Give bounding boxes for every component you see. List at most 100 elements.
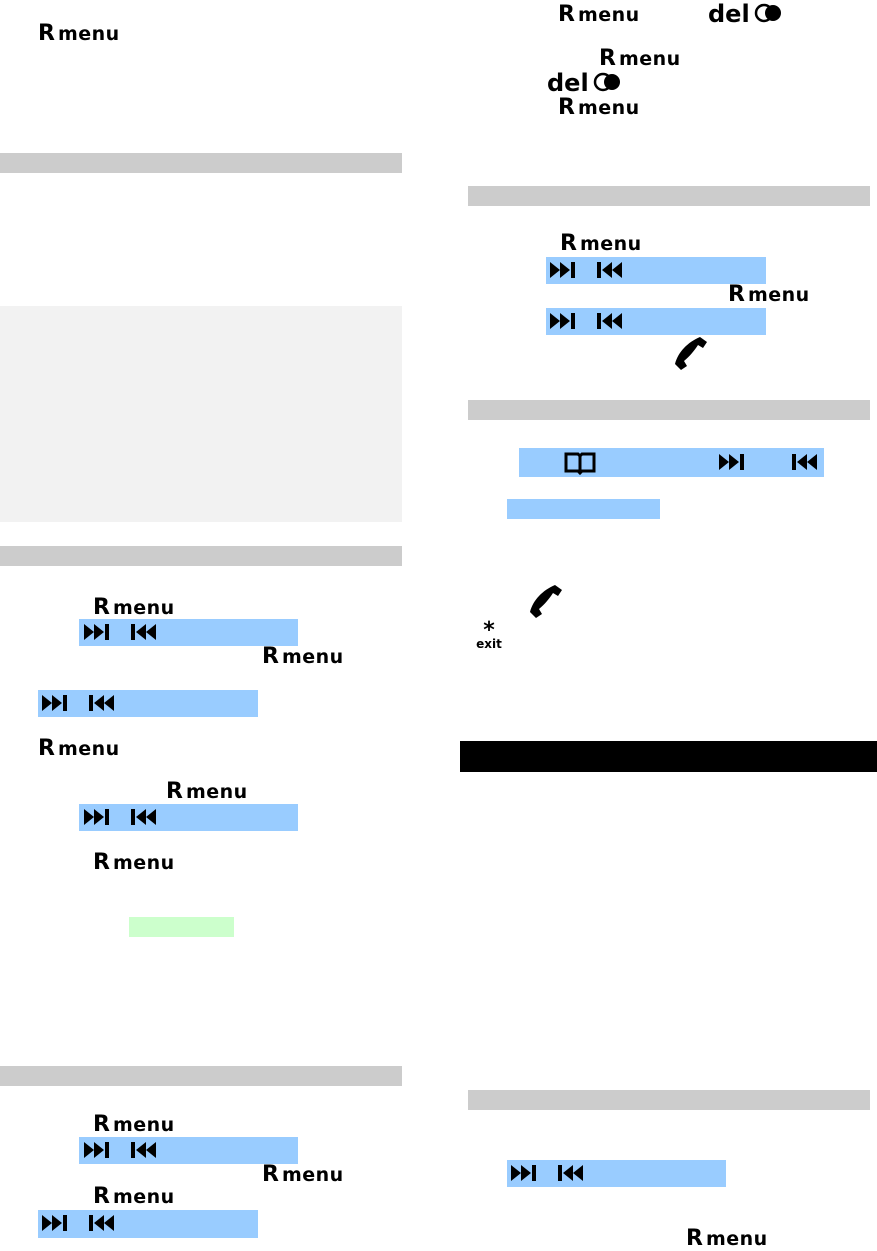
- section-header-bar: [0, 1066, 402, 1086]
- skip-back-icon: [131, 809, 157, 825]
- skip-forward-icon: [42, 695, 67, 711]
- menu-word: menu: [577, 4, 640, 26]
- note-panel: [0, 306, 402, 522]
- skip-forward-icon: [84, 624, 109, 640]
- skip-back-icon: [89, 1215, 115, 1231]
- r-letter: R: [93, 850, 110, 875]
- r-letter: R: [560, 231, 577, 256]
- nav-keys: [82, 806, 158, 828]
- chapter-header-bar: [460, 741, 877, 772]
- phone-handset-icon: [530, 585, 562, 618]
- menu-word: menu: [112, 597, 175, 619]
- skip-forward-icon: [511, 1165, 536, 1181]
- step-highlight: [38, 690, 258, 717]
- step-highlight: [79, 1137, 298, 1164]
- r-letter: R: [599, 46, 616, 71]
- exit-key: * exit: [470, 618, 508, 651]
- menu-word: menu: [185, 781, 248, 803]
- r-letter: R: [262, 644, 279, 669]
- r-letter: R: [558, 95, 575, 120]
- exit-star: *: [483, 618, 495, 643]
- section-header-bar: [468, 400, 870, 420]
- nav-keys: [40, 692, 116, 714]
- r-letter: R: [38, 21, 55, 46]
- menu-word: menu: [618, 48, 681, 70]
- r-letter: R: [93, 595, 110, 620]
- nav-keys: [82, 621, 158, 643]
- step-highlight: [507, 499, 660, 519]
- phone-handset-icon: [675, 337, 707, 370]
- del-key: del: [708, 2, 784, 26]
- section-header-bar: [0, 546, 402, 566]
- r-letter: R: [558, 2, 575, 27]
- menu-word: menu: [112, 1186, 175, 1208]
- menu-word: menu: [747, 284, 810, 306]
- delete-dot-icon: [754, 3, 781, 23]
- skip-back-icon: [597, 262, 623, 278]
- r-letter: R: [728, 282, 745, 307]
- exit-label: exit: [476, 637, 502, 651]
- menu-word: menu: [112, 852, 175, 874]
- section-header-bar: [468, 186, 870, 206]
- nav-keys: [40, 1212, 116, 1234]
- delete-dot-icon: [593, 72, 620, 92]
- del-word: del: [547, 69, 589, 97]
- step-highlight: [79, 619, 298, 646]
- menu-word: menu: [57, 738, 120, 760]
- menu-word: menu: [705, 1228, 768, 1250]
- skip-forward-icon: [550, 313, 575, 329]
- menu-word: menu: [57, 23, 120, 45]
- del-word: del: [708, 0, 750, 28]
- skip-forward-icon: [84, 1142, 109, 1158]
- skip-back-icon: [89, 695, 115, 711]
- green-highlight: [129, 917, 234, 937]
- phonebook-icon: [564, 452, 596, 475]
- nav-keys: [82, 1139, 158, 1161]
- skip-back-icon: [792, 454, 817, 470]
- r-letter: R: [38, 736, 55, 761]
- r-letter: R: [686, 1226, 703, 1251]
- step-highlight: [546, 308, 766, 335]
- r-letter: R: [166, 779, 183, 804]
- section-header-bar: [468, 1090, 870, 1110]
- nav-keys: [509, 1162, 585, 1184]
- skip-back-icon: [131, 1142, 157, 1158]
- skip-forward-icon: [550, 262, 575, 278]
- step-highlight: [507, 1160, 726, 1187]
- section-header-bar: [0, 153, 402, 173]
- step-highlight: [38, 1210, 258, 1238]
- menu-word: menu: [281, 1164, 344, 1186]
- menu-word: menu: [281, 646, 344, 668]
- menu-word: menu: [112, 1114, 175, 1136]
- menu-word: menu: [579, 233, 642, 255]
- r-letter: R: [93, 1184, 110, 1209]
- skip-back-icon: [131, 624, 157, 640]
- skip-back-icon: [597, 313, 623, 329]
- r-letter: R: [262, 1162, 279, 1187]
- r-letter: R: [93, 1112, 110, 1137]
- skip-forward-icon: [42, 1215, 67, 1231]
- nav-keys: [548, 259, 624, 281]
- skip-forward-icon: [84, 809, 109, 825]
- menu-word: menu: [577, 97, 640, 119]
- step-highlight: [546, 257, 766, 284]
- nav-keys: [548, 310, 624, 332]
- skip-back-icon: [558, 1165, 584, 1181]
- step-highlight: [79, 804, 298, 831]
- skip-forward-icon: [719, 454, 744, 470]
- del-key: del: [547, 71, 623, 95]
